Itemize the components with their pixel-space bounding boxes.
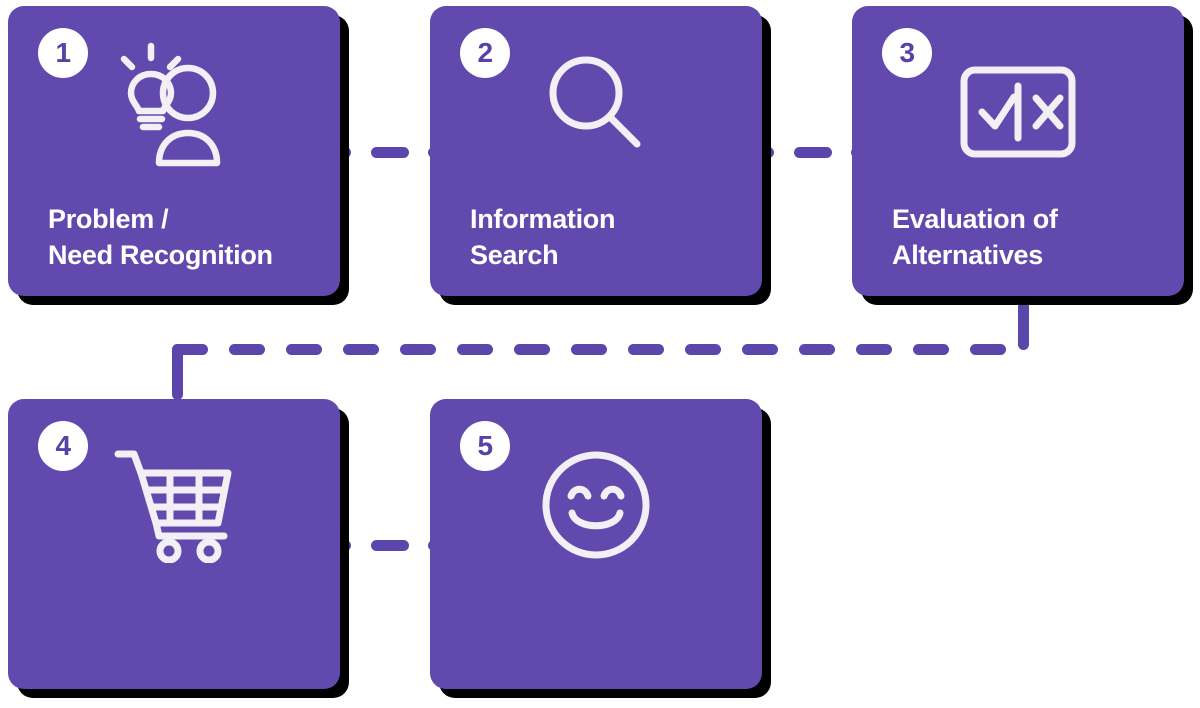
- step-card-5[interactable]: 5 Post-Purchase Behaviour: [430, 399, 762, 689]
- connector-vertical-to-card4: [172, 344, 183, 400]
- step-label-3: Evaluation of Alternatives: [892, 204, 1058, 270]
- dash-segment: [571, 344, 607, 355]
- connector-dash-2-3: [794, 147, 832, 158]
- connector-stub-card1-right: [329, 147, 351, 158]
- dash-segment: [742, 344, 778, 355]
- dash-segment: [685, 344, 721, 355]
- step-card-3[interactable]: 3 Evaluation of Alternatives: [852, 6, 1184, 296]
- dash-segment: [286, 344, 322, 355]
- connector-vertical-from-card3: [1018, 292, 1029, 350]
- dash-segment: [229, 344, 265, 355]
- lightbulb-person-icon: [8, 40, 340, 170]
- connector-dashed-row: [172, 344, 1006, 355]
- connector-dash-1-2: [371, 147, 409, 158]
- dash-segment: [799, 344, 835, 355]
- dash-segment: [628, 344, 664, 355]
- shopping-cart-icon: [8, 439, 340, 563]
- connector-stub-card4-right: [329, 540, 351, 551]
- step-card-4[interactable]: 4 Purchase Decision: [8, 399, 340, 689]
- smiley-face-icon: [430, 447, 762, 563]
- step-label-1: Problem / Need Recognition: [48, 204, 273, 270]
- step-card-2[interactable]: 2 Information Search: [430, 6, 762, 296]
- step-number-badge-3: 3: [882, 28, 932, 78]
- step-number-badge-4: 4: [38, 421, 88, 471]
- connector-dash-4-5: [371, 540, 409, 551]
- step-number-badge-5: 5: [460, 421, 510, 471]
- step-card-1[interactable]: 1 Problem / Need Recognition: [8, 6, 340, 296]
- magnifier-icon: [430, 48, 762, 160]
- step-number-badge-1: 1: [38, 28, 88, 78]
- check-cross-box-icon: [852, 62, 1184, 162]
- step-label-2: Information Search: [470, 204, 616, 270]
- dash-segment: [400, 344, 436, 355]
- dash-segment: [856, 344, 892, 355]
- dash-segment: [514, 344, 550, 355]
- connector-stub-card2-right: [752, 147, 774, 158]
- dash-segment: [343, 344, 379, 355]
- dash-segment: [457, 344, 493, 355]
- dash-segment: [172, 344, 208, 355]
- step-number-badge-2: 2: [460, 28, 510, 78]
- dash-segment: [913, 344, 949, 355]
- dash-segment: [970, 344, 1006, 355]
